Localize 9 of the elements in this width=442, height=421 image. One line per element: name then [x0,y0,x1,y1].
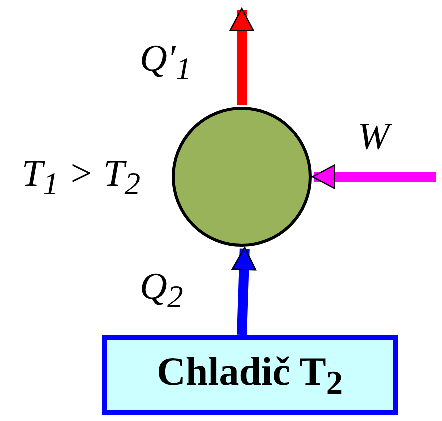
edge-label: Q$_{2}$ [140,268,184,314]
edge-label: W [358,118,390,156]
cooler-box [102,335,398,415]
arrow [232,247,257,336]
arrow [230,8,254,105]
cooler-label: Chladič T$_{2}$ [157,348,343,402]
temperature-relation: T$_{1}$ > T$_{2}$ [22,155,141,200]
edge-label: Q′$_{1}$ [140,40,192,86]
arrow [312,164,436,190]
